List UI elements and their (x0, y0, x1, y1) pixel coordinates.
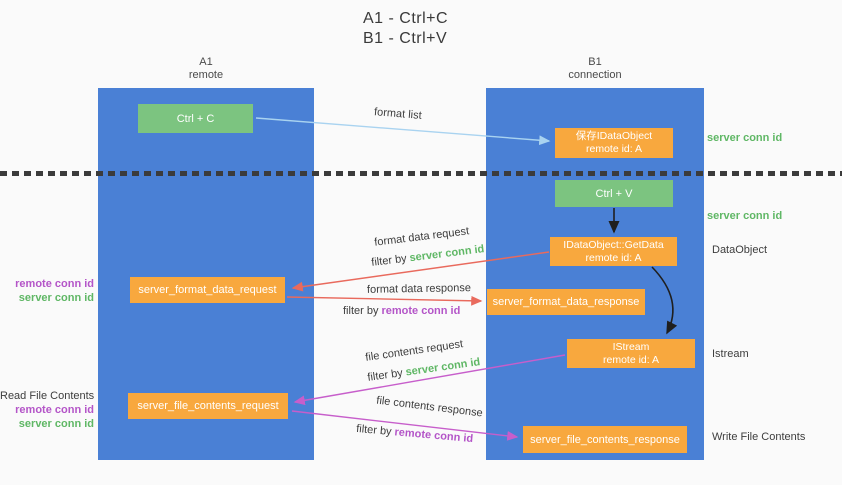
istream-node: IStream remote id: A (567, 339, 695, 368)
format-data-response-arrow (286, 295, 483, 306)
ctrl-v-node: Ctrl + V (555, 180, 673, 207)
dataobject-label: DataObject (712, 244, 768, 256)
server-conn-id-label-format: server conn id (18, 292, 94, 304)
filter-by-text: filter by (343, 305, 379, 317)
format-data-response-label: format data response (366, 282, 472, 296)
istream-line2: remote id: A (602, 353, 660, 366)
remote-conn-id-text: remote conn id (394, 426, 474, 446)
write-file-contents-label: Write File Contents (712, 431, 806, 443)
server-conn-id-text: server conn id (408, 243, 485, 265)
getdata-line1: IDataObject::GetData (563, 238, 664, 251)
lane-b1-subtitle: connection (568, 69, 622, 81)
filter-by-text: filter by (355, 422, 393, 438)
file-contents-response-label: file contents response (375, 394, 484, 420)
server-conn-id-label-mid: server conn id (707, 210, 783, 222)
dotted-divider (0, 171, 842, 176)
remote-conn-id-label-format: remote conn id (15, 278, 94, 290)
istream-label: Istream (712, 348, 749, 360)
lane-header-a1: A1 remote (126, 56, 286, 82)
save-dataobject-node: 保存IDataObject remote id: A (555, 128, 673, 158)
lane-a1-subtitle: remote (188, 69, 224, 81)
istream-line1: IStream (612, 340, 650, 353)
format-data-request-label: format data request (373, 225, 470, 249)
title-line-1: A1 - Ctrl+C (363, 10, 449, 27)
server-conn-id-text: server conn id (404, 356, 481, 379)
remote-conn-id-label-file: remote conn id (15, 404, 94, 416)
save-dataobject-line2: remote id: A (585, 143, 643, 155)
getdata-line2: remote id: A (585, 251, 642, 264)
server-conn-id-label-file: server conn id (18, 418, 94, 430)
lane-a1-title: A1 (199, 56, 213, 68)
save-dataobject-line1: 保存IDataObject (575, 130, 653, 142)
server-file-contents-response-node: server_file_contents_response (523, 426, 687, 453)
getdata-node: IDataObject::GetData remote id: A (550, 237, 677, 266)
server-format-data-response-node: server_format_data_response (487, 289, 645, 315)
read-file-contents-label: Read File Contents (0, 390, 95, 402)
ctrl-c-node: Ctrl + C (138, 104, 253, 133)
server-format-data-request-node: server_format_data_request (130, 277, 285, 303)
filter-by-text: filter by (370, 252, 408, 269)
filter-by-text: filter by (366, 367, 404, 384)
remote-conn-id-text: remote conn id (381, 305, 461, 317)
title-line-2: B1 - Ctrl+V (363, 30, 448, 47)
server-file-contents-request-node: server_file_contents_request (128, 393, 288, 419)
lane-header-b1: B1 connection (515, 56, 675, 82)
server-conn-id-label-top: server conn id (707, 132, 783, 144)
lane-b1-title: B1 (588, 56, 602, 68)
format-list-label: format list (373, 106, 423, 122)
diagram-title: A1 - Ctrl+C B1 - Ctrl+V (363, 9, 448, 49)
